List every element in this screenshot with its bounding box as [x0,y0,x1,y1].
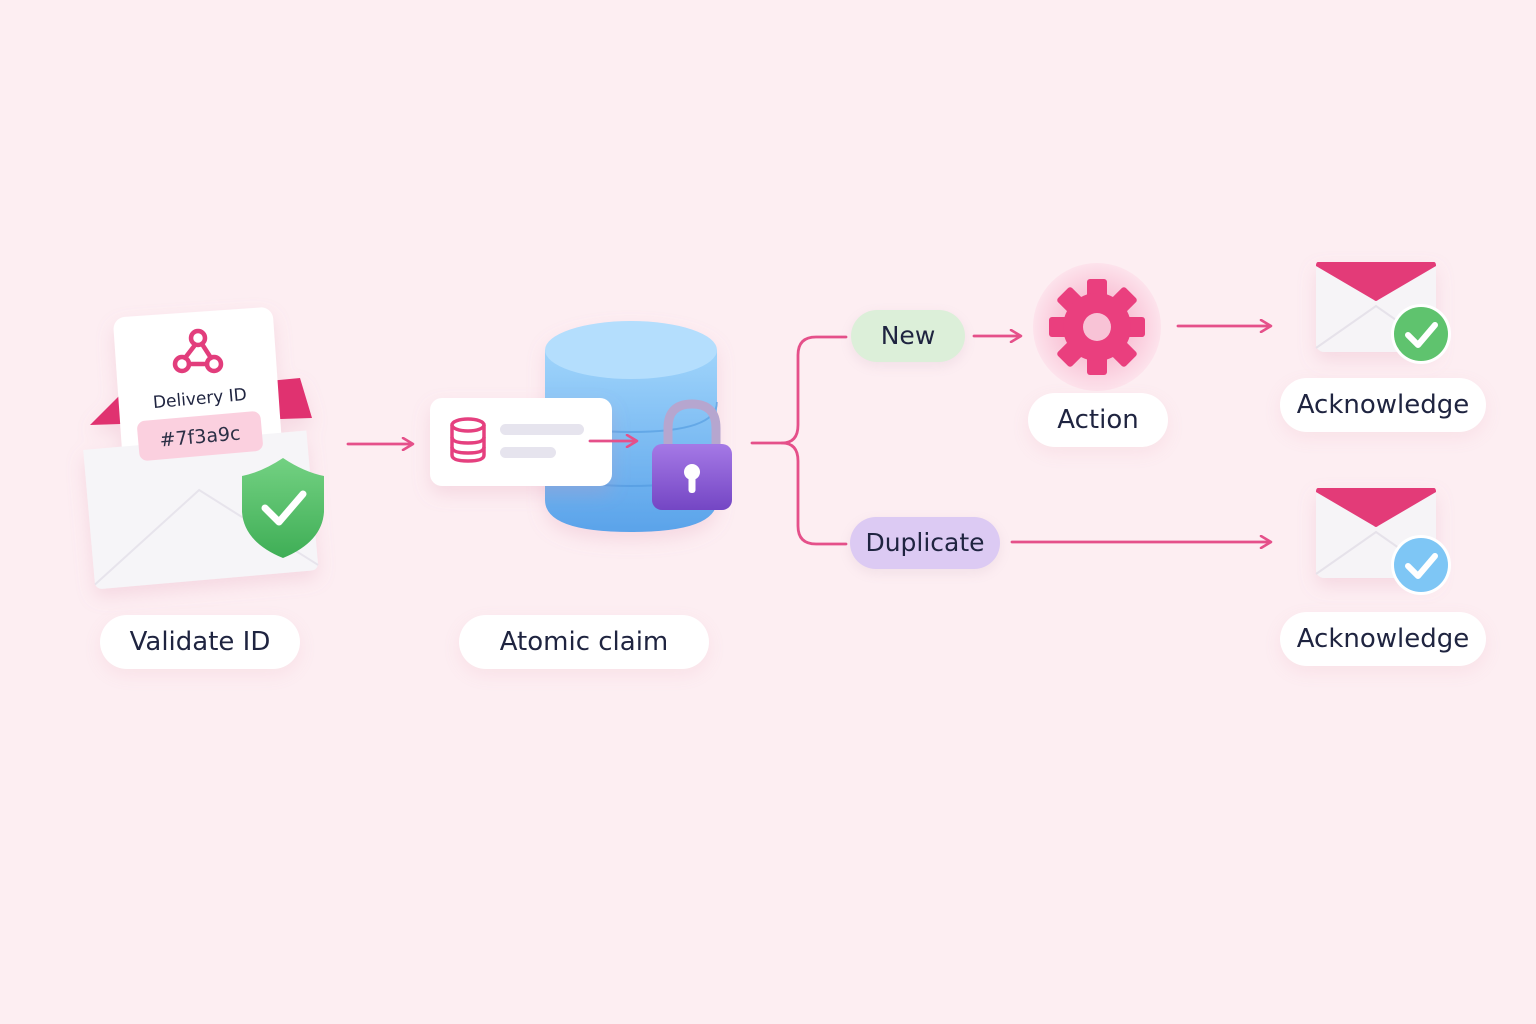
gear-icon [1049,279,1145,375]
branch-connector [750,335,848,546]
branch-new-pill: New [851,310,965,362]
acknowledge-duplicate-label: Acknowledge [1280,612,1486,666]
delivery-id-chip [137,411,263,461]
check-badge-new-icon [1391,304,1451,364]
check-badge-duplicate-icon [1391,535,1451,595]
padlock-icon [652,399,732,510]
record-line-1 [500,424,584,435]
validate-id-label: Validate ID [100,615,300,669]
acknowledge-new-label: Acknowledge [1280,378,1486,432]
record-line-2 [500,447,556,458]
action-label: Action [1028,393,1168,447]
mini-database-icon [450,417,486,463]
shield-check-icon [242,458,324,558]
webhook-icon [172,328,224,374]
atomic-claim-label: Atomic claim [459,615,709,669]
branch-duplicate-pill: Duplicate [850,517,1000,569]
